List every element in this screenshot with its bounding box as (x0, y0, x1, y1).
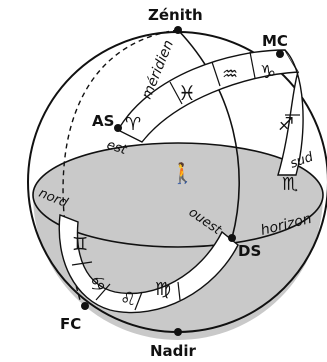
ds-point (228, 234, 236, 242)
fc-label: FC (60, 315, 81, 333)
zodiac-aquarius: ♒ (222, 64, 238, 85)
zodiac-pisces: ♓ (178, 81, 196, 105)
zodiac-gemini: ♊ (72, 234, 88, 255)
ds-label: DS (238, 242, 261, 260)
band-dividers (71, 51, 300, 311)
zodiac-aries: ♈ (125, 114, 141, 135)
horizon-plane (32, 142, 324, 248)
meridian-front (177, 29, 240, 239)
as-point (114, 124, 122, 132)
zodiac-scorpio: ♏ (282, 174, 298, 195)
zodiac-leo: ♌ (120, 289, 136, 310)
ecliptic-band-right (277, 49, 304, 176)
zodiac-sagittarius: ♐ (278, 114, 294, 135)
nadir-label: Nadir (150, 342, 197, 360)
ecliptic-band-lower (58, 214, 239, 314)
mc-point (276, 50, 284, 58)
zenith-label: Zénith (148, 6, 203, 24)
est-label: est (105, 138, 129, 159)
zodiac-cancer: ♋ (90, 274, 106, 295)
observer-figure-icon: 🚶 (170, 161, 195, 185)
zodiac-virgo: ♍ (155, 279, 171, 300)
as-label: AS (92, 112, 114, 130)
fc-point (81, 302, 89, 310)
mc-label: MC (262, 32, 288, 50)
zenith-point (174, 26, 182, 34)
nadir-point (174, 328, 182, 336)
zodiac-capricorn: ♑ (260, 62, 276, 83)
